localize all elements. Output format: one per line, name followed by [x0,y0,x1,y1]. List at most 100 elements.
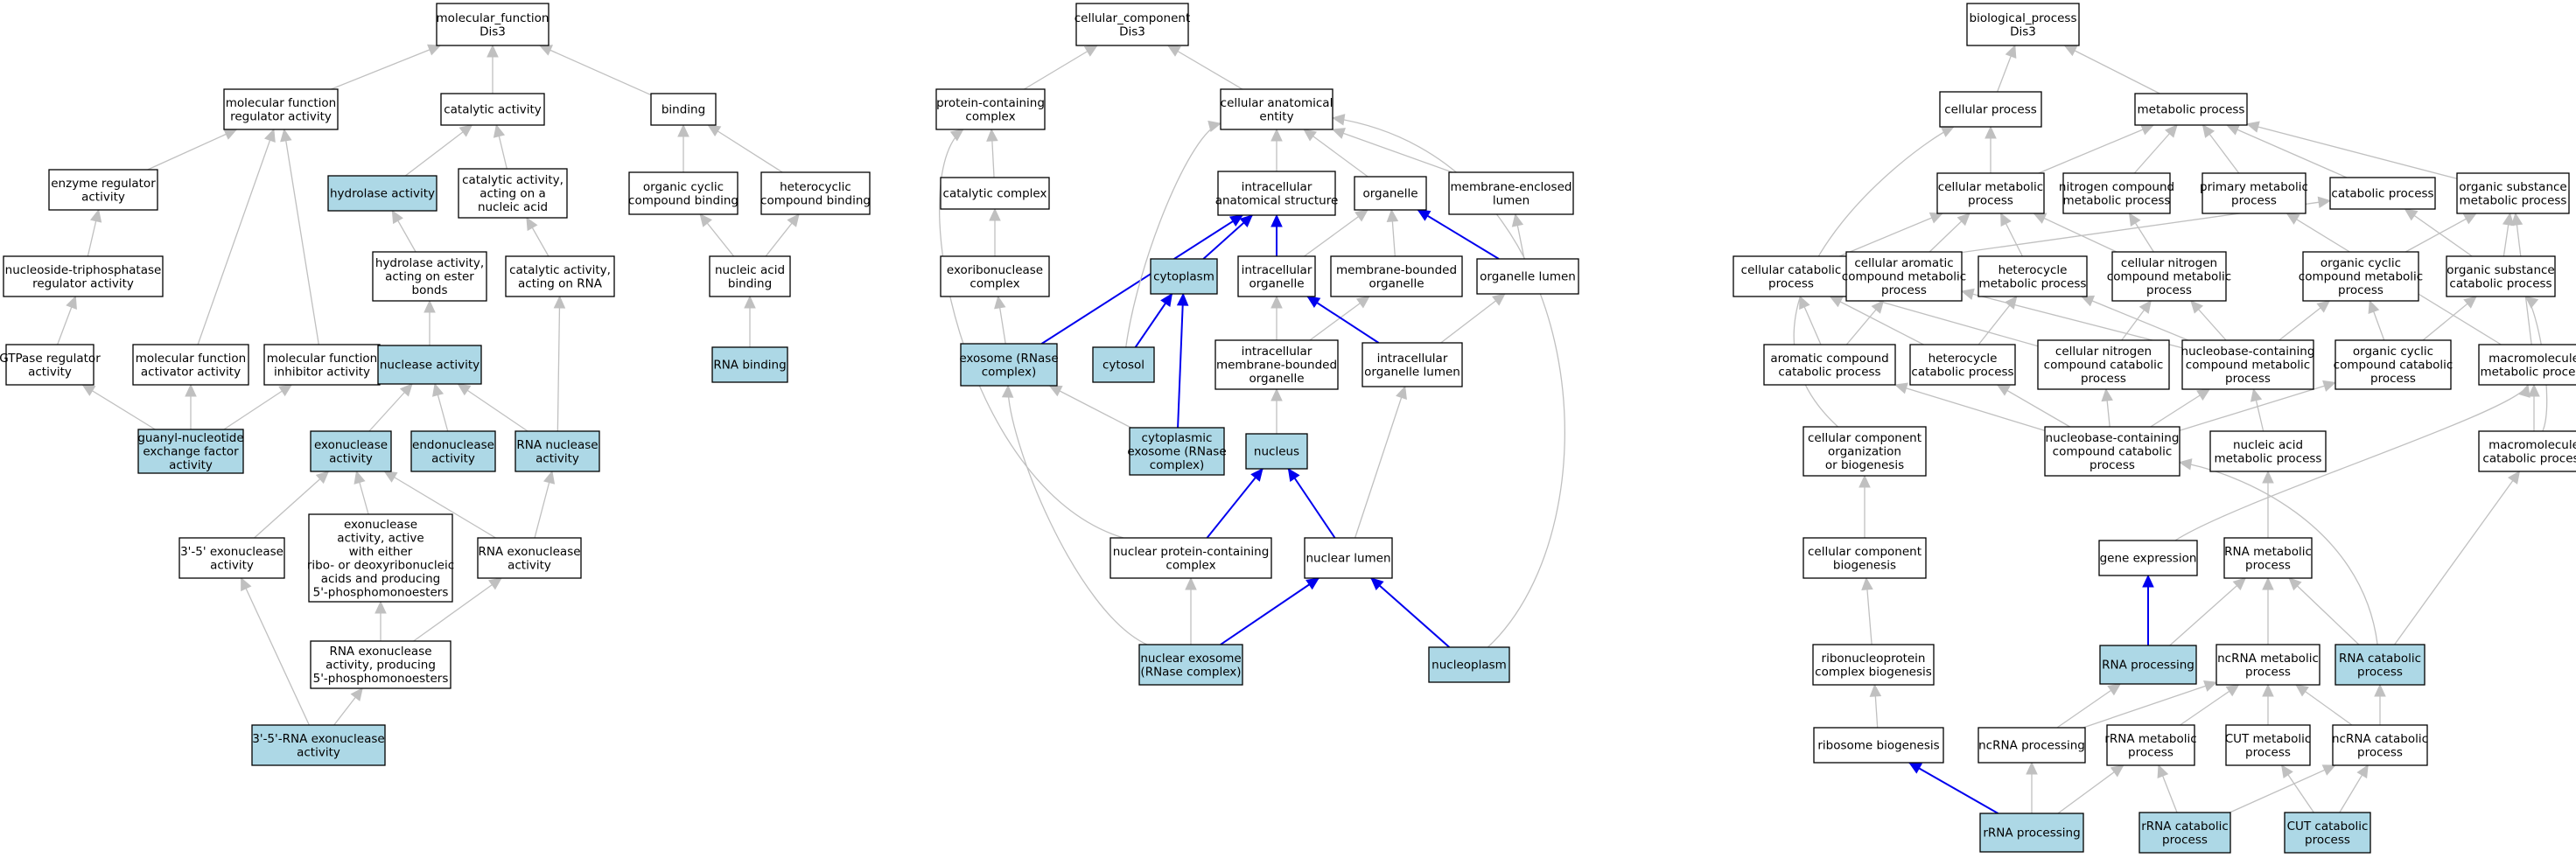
node-label-line: binding [728,276,772,290]
arrowhead [2033,213,2048,224]
arrowhead [553,295,566,309]
edge-hydro-to-cat [404,124,473,177]
node-label-line: cellular process [1944,103,2037,117]
node-label-line: ncRNA catabolic [2332,732,2428,746]
node-box [2111,251,2227,302]
node-label-line: process [2146,283,2192,297]
node-box [628,171,738,215]
edge-orgsubcat-to-orgsubmet [2502,212,2515,257]
edge-ncrnaproc-to-ncrnamet [2082,680,2218,729]
arrowhead [1250,468,1264,482]
node-label-line: nuclear protein-containing [1113,545,1270,559]
arrowhead [1940,126,1955,137]
arrowhead [2080,295,2096,307]
node-box [935,88,1046,130]
edge-rrnacat-to-ncrnacat [2230,764,2336,813]
node-box [263,344,381,386]
arrowhead [989,207,1001,221]
arrowhead [1306,577,1320,590]
arrowhead [1166,45,1181,57]
edge-rrnamet-to-ncrnamet [2180,684,2240,726]
arrowhead [1331,114,1346,126]
arrowhead [2110,764,2124,778]
node-label-line: intracellular [1242,345,1312,359]
node-box [2044,426,2180,477]
node-label-line: ribo- or deoxyribonucleic [307,558,454,572]
arrowhead [1160,293,1173,307]
node-label-line: compound catabolic [2044,359,2164,373]
node-label-line: ncRNA processing [1978,739,2085,753]
arrowhead [350,687,363,701]
edge-cellnitmet-to-nitmet [2128,212,2154,253]
node-box [1304,537,1393,579]
edge-nbcmet-to-hetmet [2080,295,2189,341]
node-box [178,537,285,579]
node-box [2106,724,2195,766]
arrowhead [1861,576,1873,591]
arrowhead [2203,680,2218,692]
node-label-line: acting on RNA [518,276,603,290]
edge-layer [57,44,2548,814]
edge-rnaproc-to-rnamet [2169,577,2247,646]
node-box [2098,540,2198,576]
node-box [2099,645,2197,685]
arrowhead [2502,212,2515,227]
edge-icorg-to-organelle [1304,209,1368,257]
arrowhead [185,383,197,397]
node-label-line: molecular_function [437,11,550,25]
node-label-line: CUT catabolic [2287,820,2369,834]
edge-orglumen-to-mel [1511,213,1525,260]
go-term-node-nucleoplasm: nucleoplasm [1428,646,1510,683]
node-label-line: or biogenesis [1825,458,1904,472]
arrowhead [1960,288,1975,300]
node-label-line: complex [970,276,1019,290]
edge-nucexo-to-nuclumen [1220,577,1320,645]
node-label-line: Dis3 [480,24,506,38]
node-label-line: cellular_component [1074,11,1190,25]
arrowhead [1908,762,1923,774]
edge-exosome-to-ias [1040,214,1243,345]
node-label-line: complex biogenesis [1815,665,1932,679]
arrowhead [2232,577,2247,591]
arrowhead [1270,128,1283,142]
edge-hetcyc-to-bind [707,124,783,173]
edge-rnaexo35-to-exo35 [241,576,310,726]
edge-enzreg-to-mfreg [147,129,238,171]
node-box [1448,171,1574,215]
arrowhead [1208,120,1222,133]
node-box [960,343,1058,387]
go-term-node-organelle: organelle [1354,176,1427,211]
arrowhead [2225,684,2240,697]
arrowhead [1894,382,1908,394]
arrowhead [526,216,538,232]
edge-nabind-to-hetcyc [765,213,800,257]
arrowhead [2005,296,2018,310]
edge-rrnaproc-to-rrnamet [2057,764,2124,814]
node-label-line: process [2225,372,2271,386]
arrowhead [2280,764,2293,778]
node-label-line: compound metabolic [2107,270,2231,284]
arrowhead [2316,300,2331,313]
node-label-line: molecular function [136,352,246,366]
arrowhead [354,470,366,485]
node-box [1110,537,1272,579]
node-box [137,429,244,474]
node-label-line: activity [329,451,373,465]
node-box [1476,258,1579,295]
edge-ncrnacat-to-ncrnamet [2295,684,2353,726]
